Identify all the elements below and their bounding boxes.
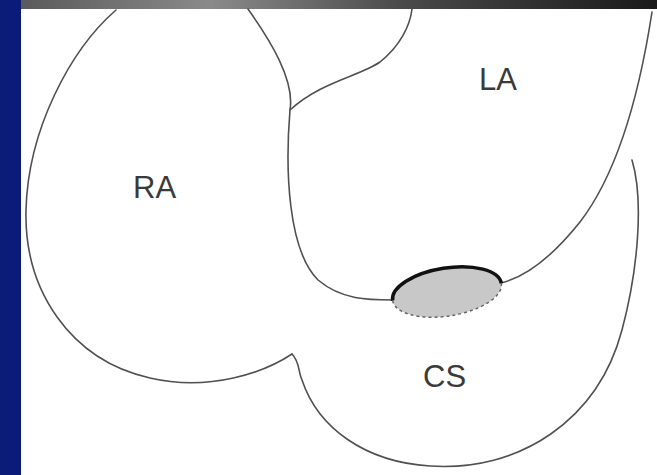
- ostium-dashed-rim: [393, 283, 505, 324]
- side-band: [0, 0, 21, 475]
- chamber-name: CS: [419, 358, 471, 396]
- photo-strip: [20, 0, 657, 9]
- chamber-name: LA: [475, 61, 521, 99]
- left-atrium-wall-outline: [501, 12, 652, 283]
- chamber-label: LA: [475, 61, 521, 100]
- ostium-symbol: [389, 260, 505, 325]
- ostium-fill: [389, 260, 505, 325]
- chamber-label: RA: [129, 169, 181, 208]
- coronary-sinus-outline: [292, 160, 638, 466]
- left-atrium-top-outline: [290, 9, 412, 110]
- right-atrium-outline: [26, 10, 292, 383]
- chamber-name: RA: [129, 169, 181, 207]
- ostium-rim: [389, 260, 501, 301]
- chamber-label: CS: [419, 358, 471, 397]
- septum-outline: [248, 9, 393, 300]
